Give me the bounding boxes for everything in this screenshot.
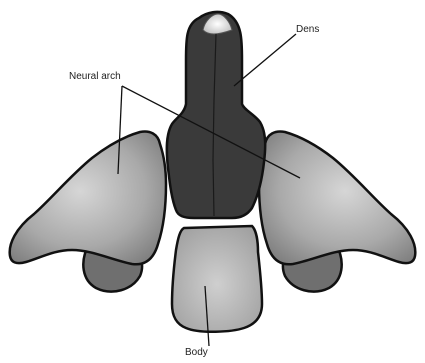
label-dens: Dens: [296, 24, 319, 36]
dens-leader-line: [234, 34, 296, 86]
label-neural-arch: Neural arch: [69, 71, 121, 83]
right-neural-arch: [259, 132, 415, 265]
left-neural-arch: [10, 132, 166, 265]
label-body: Body: [185, 347, 208, 359]
vertebral-body: [172, 226, 262, 332]
